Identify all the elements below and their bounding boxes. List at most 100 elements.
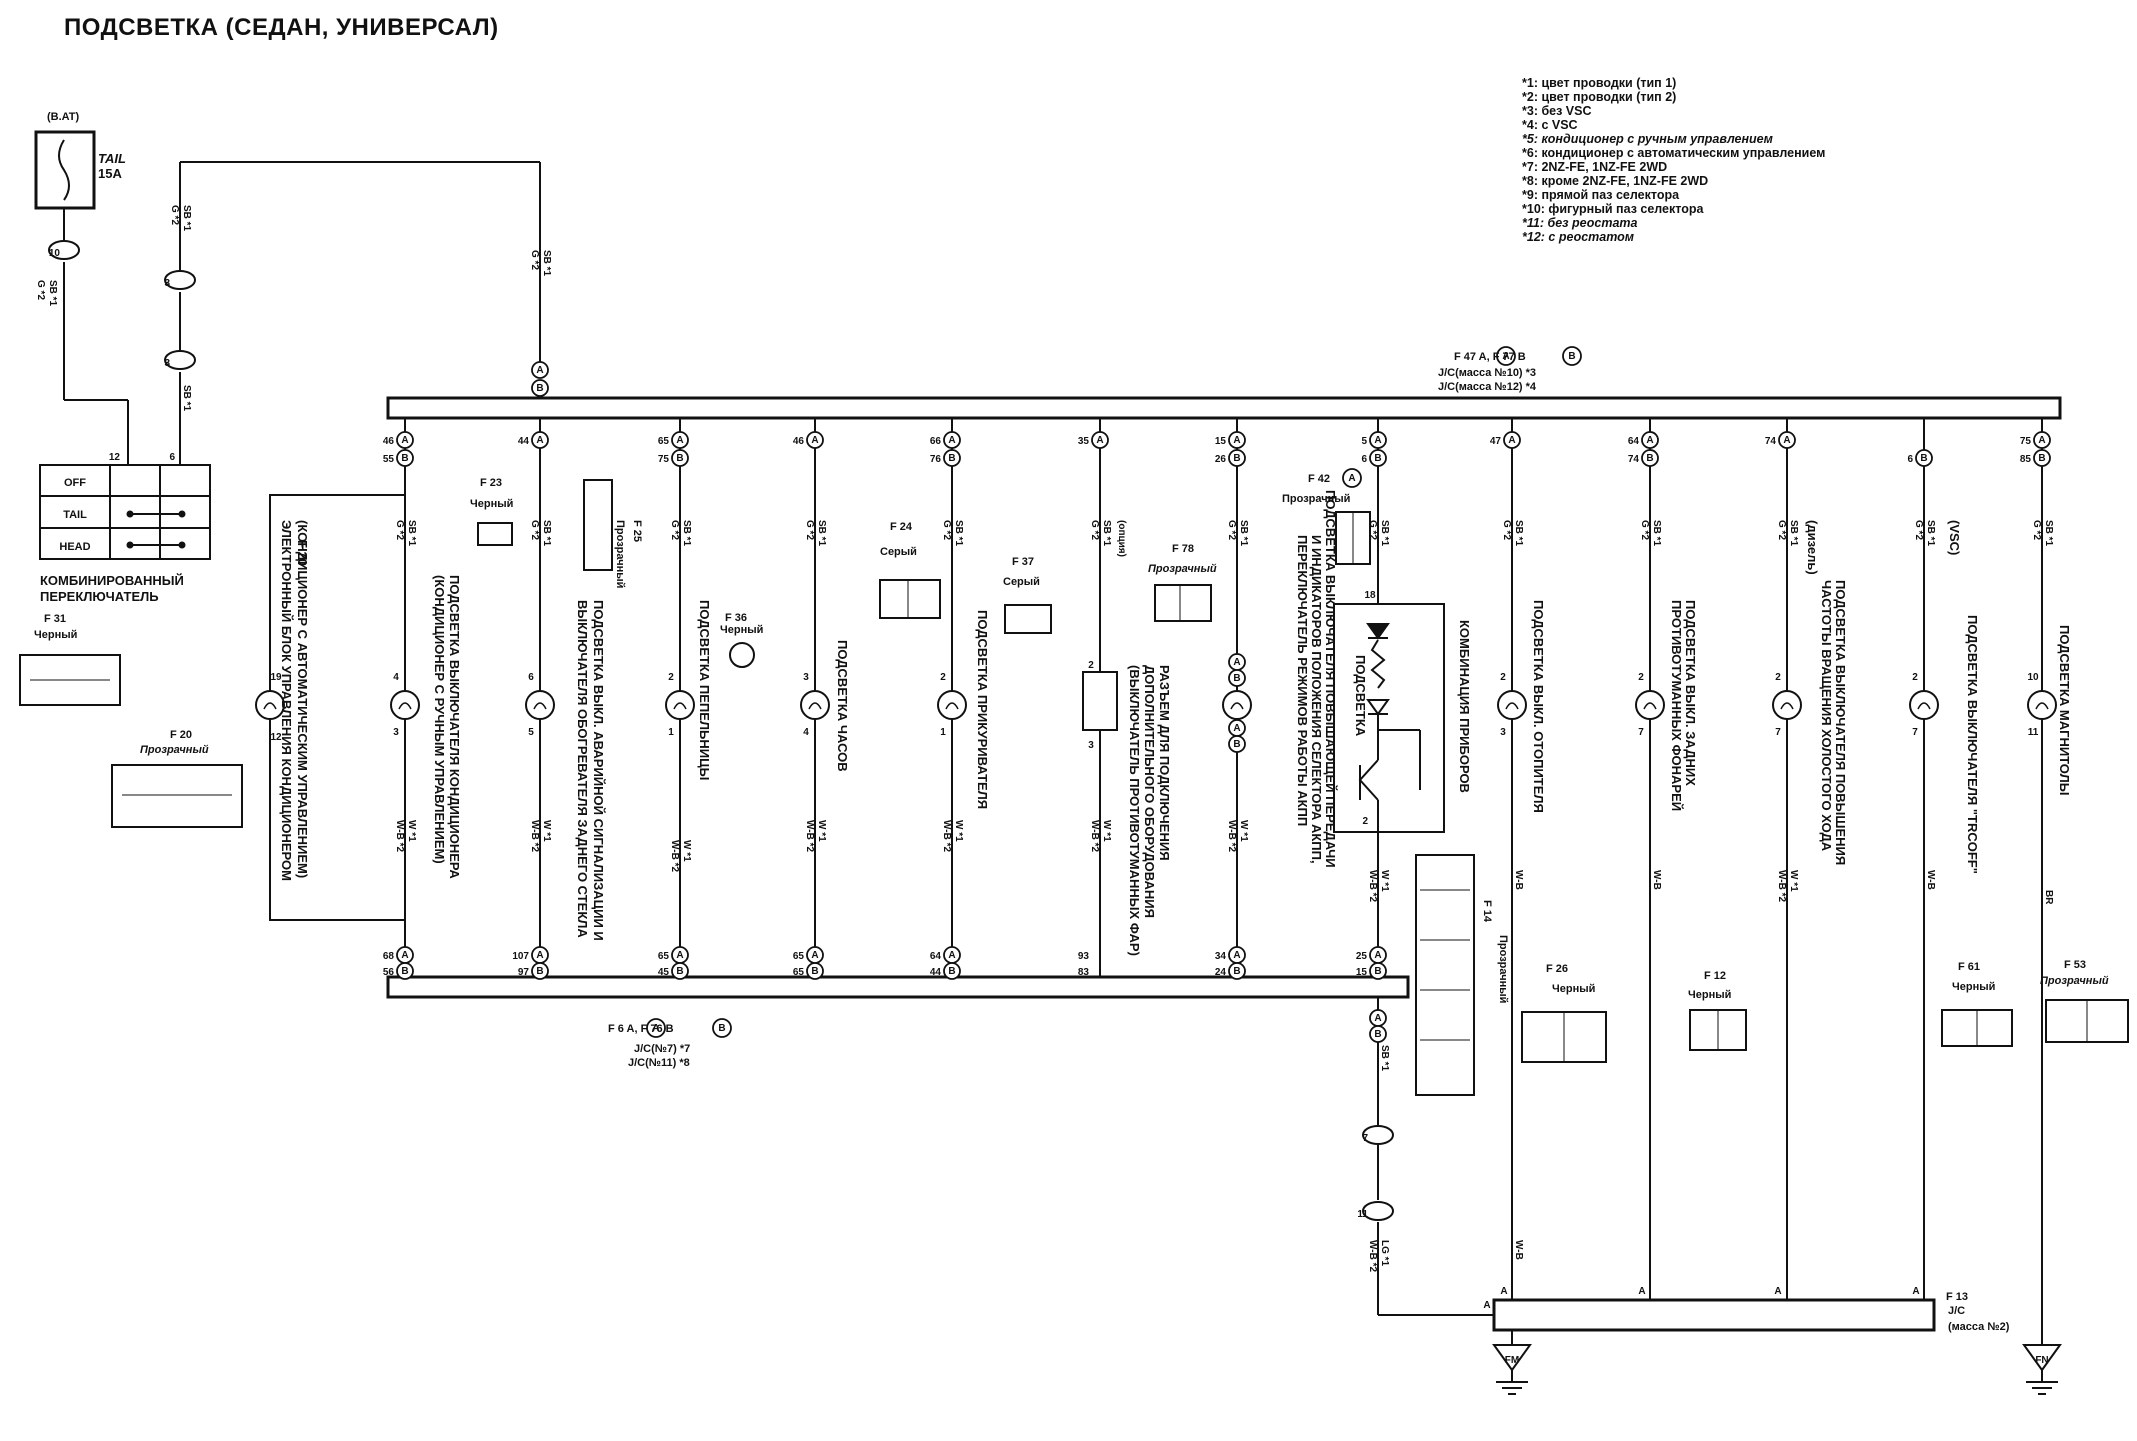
svg-text:B: B [1920, 453, 1927, 464]
wire-code: SB *1 [1101, 520, 1112, 547]
wire-code: W *1 [681, 840, 692, 862]
bulb-icon [1497, 690, 1527, 720]
bulb-icon [1635, 690, 1665, 720]
pin-label: 34 [1215, 951, 1227, 962]
wire-code: G *2 [941, 520, 952, 540]
branch-desc: РАЗЪЕМ ДЛЯ ПОДКЛЮЧЕНИЯ [1157, 665, 1172, 861]
svg-text:A: A [1233, 435, 1240, 446]
connector-id: F 23 [480, 477, 502, 489]
svg-text:A: A [1783, 435, 1790, 446]
switch-position-tail: TAIL [63, 509, 87, 521]
bulb-icon [665, 690, 695, 720]
pin-label: 25 [1356, 951, 1368, 962]
connector-color: Черный [470, 498, 513, 510]
wire-code: W *1 [953, 820, 964, 842]
svg-text:4: 4 [803, 727, 809, 738]
connector-color: Прозрачный [614, 520, 626, 588]
svg-text:B: B [1233, 673, 1240, 684]
connector-f37-icon [1004, 604, 1052, 634]
svg-text:A: A [811, 435, 818, 446]
connector-f20-icon [111, 764, 243, 828]
svg-text:10: 10 [2027, 672, 2039, 683]
fuse-source-label: (B.AT) [47, 111, 80, 123]
svg-text:A: A [401, 435, 408, 446]
connector-color: Черный [1952, 981, 1995, 993]
svg-text:A: A [676, 435, 683, 446]
wire-code: G *2 [804, 520, 815, 540]
pin-label: 83 [1078, 967, 1090, 978]
connector-color: Черный [1688, 989, 1731, 1001]
branch-desc: (VSC) [1947, 520, 1962, 555]
wire-code: W-B *2 [1776, 870, 1787, 902]
bulb-icon [1772, 690, 1802, 720]
bottom-junction-label: F 6 A, F 76 B [608, 1023, 674, 1035]
svg-text:A: A [1348, 473, 1355, 484]
note-line: *1: цвет проводки (тип 1) [1522, 76, 1677, 90]
connector-id: F 78 [1172, 543, 1194, 555]
connector-id: F 20 [170, 729, 192, 741]
pin-label: 93 [1078, 951, 1090, 962]
svg-text:A: A [1374, 435, 1381, 446]
svg-text:3: 3 [164, 278, 170, 289]
fuse-element-icon [58, 139, 70, 201]
svg-text:6: 6 [528, 672, 534, 683]
wire-code: G *2 [35, 280, 46, 300]
connector-id: F 24 [890, 521, 913, 533]
connector-id: F 26 [1546, 963, 1568, 975]
top-junction-label: J/C(масса №12) *4 [1438, 381, 1537, 393]
svg-text:A: A [1508, 435, 1515, 446]
svg-text:A: A [1500, 1286, 1507, 1297]
svg-text:10: 10 [49, 248, 61, 259]
wire-code: W-B *2 [1226, 820, 1237, 852]
svg-text:A: A [1774, 1286, 1781, 1297]
svg-text:A: A [2038, 435, 2045, 446]
svg-text:B: B [1374, 453, 1381, 464]
wire-code: SB *1 [816, 520, 827, 547]
pin-label: 24 [1215, 967, 1227, 978]
svg-text:A: A [1646, 435, 1653, 446]
branch-desc: ПОДСВЕТКА ПРИКУРИВАТЕЛЯ [975, 610, 990, 809]
branch-desc: ПОДСВЕТКА [1353, 655, 1368, 737]
pin-label: 44 [518, 436, 530, 447]
svg-text:B: B [1233, 966, 1240, 977]
pin-label: 55 [383, 454, 395, 465]
ground-fn-label: FN [2035, 1355, 2048, 1366]
connector-id: F 37 [1012, 556, 1034, 568]
pin-label: 15 [1215, 436, 1227, 447]
bulb-icon [525, 690, 555, 720]
wire-code: W-B [1513, 870, 1524, 890]
svg-text:4: 4 [393, 672, 399, 683]
connector-f14-icon [1415, 854, 1475, 1096]
wire-code: W *1 [1238, 820, 1249, 842]
fuse-rating-label: 15A [98, 166, 122, 181]
pin-label: 75 [2020, 436, 2032, 447]
branch-desc: ПОДСВЕТКА МАГНИТОЛЫ [2057, 625, 2072, 795]
wire-code: W-B *2 [804, 820, 815, 852]
branch-desc: (КОНДИЦИОНЕР С РУЧНЫМ УПРАВЛЕНИЕМ) [432, 575, 447, 864]
svg-text:B: B [1374, 966, 1381, 977]
connector-color: Прозрачный [140, 744, 209, 756]
branch-desc: И ИНДИКАТОРОВ ПОЛОЖЕНИЯ СЕЛЕКТОРА АКПП, [1309, 535, 1324, 864]
switch-pin: 6 [169, 452, 175, 463]
svg-text:7: 7 [1638, 727, 1644, 738]
bulb-icon [937, 690, 967, 720]
connector-id: F 53 [2064, 959, 2086, 971]
branch-desc: ПОДСВЕТКА ВЫКЛ. ЗАДНИХ [1683, 600, 1698, 786]
wire-code: SB *1 [541, 520, 552, 547]
bulb-row [255, 690, 2057, 720]
branch-desc: ПОДСВЕТКА ВЫКЛЮЧАТЕЛЯ КОНДИЦИОНЕРА [447, 575, 462, 879]
pin-label: 56 [383, 967, 395, 978]
pin-label: 64 [1628, 436, 1640, 447]
svg-text:7: 7 [1912, 727, 1918, 738]
pin-label: 66 [930, 436, 942, 447]
pin-label: 97 [518, 967, 530, 978]
pin-label: 65 [658, 436, 670, 447]
switch-position-off: OFF [64, 477, 86, 489]
bottom-junction-label: J/C(№7) *7 [634, 1043, 690, 1055]
svg-text:A: A [1233, 723, 1240, 734]
pin-label: 15 [1356, 967, 1368, 978]
pin-label: 6 [1907, 454, 1913, 465]
svg-text:11: 11 [1357, 1209, 1368, 1220]
wire-code: W *1 [406, 820, 417, 842]
